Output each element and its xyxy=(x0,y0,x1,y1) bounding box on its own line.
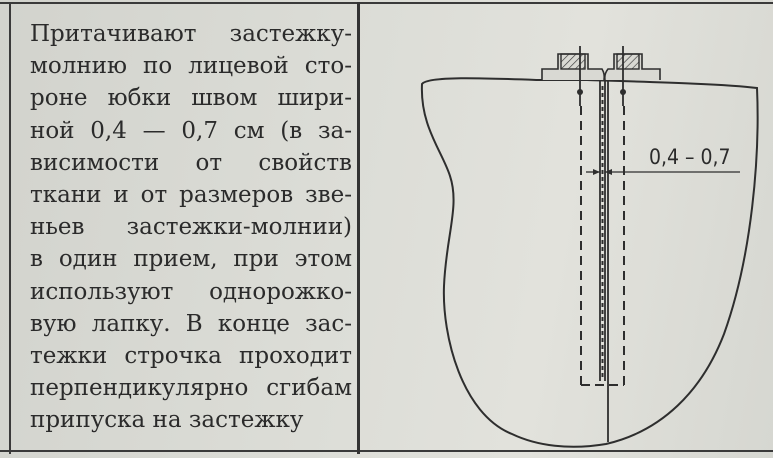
text-line: в один прием, при этом xyxy=(30,246,352,273)
text-line: используют однорожко- xyxy=(30,278,352,305)
text-line: молнию по лицевой сто- xyxy=(30,53,352,80)
left-zipper-tape xyxy=(541,53,606,81)
text-line: ткани и от размеров зве- xyxy=(30,181,352,208)
text-line: роне юбки швом шири- xyxy=(30,85,352,112)
column-divider xyxy=(357,2,360,454)
text-line: припуска на застежку xyxy=(30,407,304,434)
needle-point-left xyxy=(577,89,583,95)
right-zipper-tape xyxy=(604,53,661,81)
dimension-label: 0,4 – 0,7 xyxy=(649,145,731,169)
zipper-diagram: 0,4 – 0,7 xyxy=(362,6,773,452)
text-line: Притачивают застежку- xyxy=(30,21,352,47)
left-border-rule xyxy=(9,2,11,454)
zipper-diagram-svg: 0,4 – 0,7 xyxy=(420,46,759,448)
instruction-text: Притачивают застежку- молнию по лицевой … xyxy=(30,18,352,443)
text-line: ньев застежки-молнии) xyxy=(30,214,352,241)
text-line: вую лапку. В конце зас- xyxy=(30,310,352,337)
text-line: ной 0,4 — 0,7 см (в за- xyxy=(30,117,352,144)
text-line: перпендикулярно сгибам xyxy=(30,375,352,402)
skirt-outline xyxy=(420,77,759,448)
text-line: тежки строчка проходит xyxy=(30,342,352,369)
dimension-marker xyxy=(586,169,740,175)
text-line: висимости от свойств xyxy=(30,149,352,176)
needle-point-right xyxy=(620,89,626,95)
